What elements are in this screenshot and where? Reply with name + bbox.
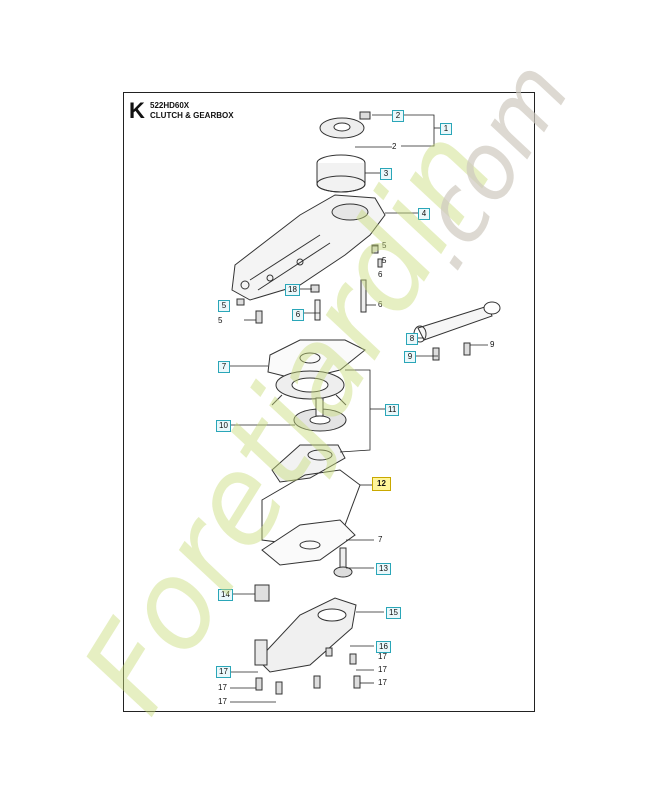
callout-12: 12	[372, 477, 391, 491]
callout-15: 15	[386, 607, 401, 619]
callout-7a: 7	[218, 361, 230, 373]
gearbox-cover	[254, 597, 357, 673]
callout-17a: 17	[378, 652, 387, 661]
callout-16: 16	[376, 641, 391, 653]
callout-1: 1	[440, 123, 452, 135]
callout-17d: 17	[378, 678, 387, 687]
callout-5b: 5	[382, 256, 387, 265]
pinion-gear	[333, 547, 353, 578]
callout-13: 13	[376, 563, 391, 575]
clutch-shoe-assembly	[319, 111, 371, 139]
callout-17f: 17	[218, 697, 227, 706]
callout-10: 10	[216, 420, 231, 432]
gasket-lower	[261, 519, 356, 566]
clutch-drum	[316, 154, 366, 193]
screw-set	[236, 244, 471, 361]
callout-2b: 2	[392, 142, 397, 151]
callout-4: 4	[418, 208, 430, 220]
callout-6c: 6	[292, 309, 304, 321]
callout-17c: 17	[378, 665, 387, 674]
callout-6b: 6	[378, 300, 383, 309]
section-title: CLUTCH & GEARBOX	[150, 111, 234, 120]
clip-part	[254, 584, 270, 602]
gear-wheel	[271, 370, 347, 406]
crank-gear	[293, 397, 347, 432]
callout-2a: 2	[392, 110, 404, 122]
gearbox-housing	[231, 194, 386, 301]
callout-18: 18	[285, 284, 300, 296]
callout-6a: 6	[378, 270, 383, 279]
handle-tube	[413, 301, 501, 343]
diagram-frame	[123, 92, 535, 712]
section-letter: K	[129, 98, 145, 123]
callout-17b: 17	[216, 666, 231, 678]
callout-5c: 5	[218, 300, 230, 312]
callout-9b: 9	[490, 340, 495, 349]
leader-lines	[230, 114, 488, 703]
gasket-outline	[261, 469, 361, 546]
model-number: 522HD60X	[150, 101, 190, 110]
callout-8: 8	[406, 333, 418, 345]
callout-3: 3	[380, 168, 392, 180]
callout-5d: 5	[218, 316, 223, 325]
gasket-upper	[267, 339, 366, 381]
callout-5a: 5	[382, 241, 387, 250]
callout-14: 14	[218, 589, 233, 601]
callout-9a: 9	[404, 351, 416, 363]
callout-11: 11	[385, 404, 400, 416]
bottom-screws	[255, 647, 361, 695]
callout-7b: 7	[378, 535, 383, 544]
connecting-plate	[271, 444, 346, 483]
callout-17e: 17	[218, 683, 227, 692]
